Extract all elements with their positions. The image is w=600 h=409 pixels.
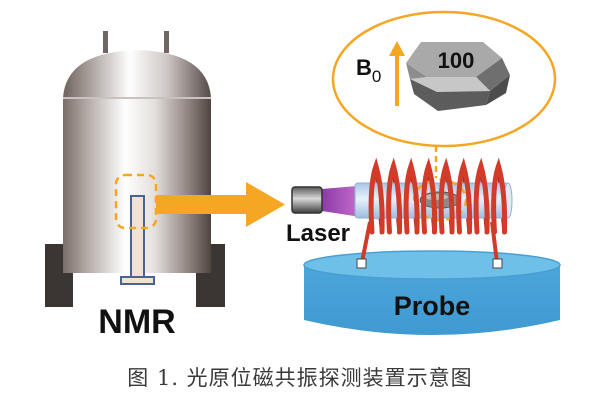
- coil-lead-left: [360, 221, 372, 263]
- laser-head: [291, 186, 323, 214]
- coil-turn: [386, 157, 403, 235]
- coil-turn: [438, 157, 455, 235]
- coil-turn: [403, 157, 420, 235]
- magnet-post-left: [103, 31, 108, 53]
- crystal-bottom-face: [410, 79, 490, 111]
- coil-turn: [456, 157, 473, 235]
- field-label: B0: [356, 55, 381, 86]
- coil-turn: [491, 157, 508, 235]
- rf-coil-assembly: [354, 157, 513, 235]
- transfer-arrow: [156, 182, 285, 227]
- sample-rod-base: [120, 276, 155, 285]
- nmr-label: NMR: [98, 303, 175, 341]
- zoom-bubble: [331, 10, 557, 148]
- crystal-right-face: [476, 58, 510, 91]
- sample-rod: [130, 195, 145, 278]
- probe-top: [303, 250, 561, 280]
- figure-caption: 图 1. 光原位磁共振探测装置示意图: [127, 366, 473, 390]
- field-arrow-head: [389, 41, 405, 56]
- crystal: [406, 42, 510, 111]
- magnet-dome: [63, 50, 211, 98]
- crystal-left-face: [406, 63, 427, 79]
- laser-label: Laser: [286, 220, 350, 247]
- crystal-bottom-right-face: [486, 75, 510, 105]
- coil-turn: [421, 157, 438, 235]
- field-label-subscript: 0: [372, 67, 381, 86]
- nmr-magnet: [45, 31, 225, 307]
- crystal-front-face: [410, 77, 490, 92]
- crystal-face-label: 100: [438, 48, 475, 73]
- connector-right: [492, 258, 503, 269]
- connector-left: [356, 258, 367, 269]
- coil-turn: [368, 157, 385, 235]
- coil-front: [368, 157, 508, 235]
- coil-turn: [473, 157, 490, 235]
- crystal-top-face: [406, 42, 502, 77]
- magnet-post-right: [164, 31, 169, 53]
- probe-label: Probe: [394, 291, 471, 321]
